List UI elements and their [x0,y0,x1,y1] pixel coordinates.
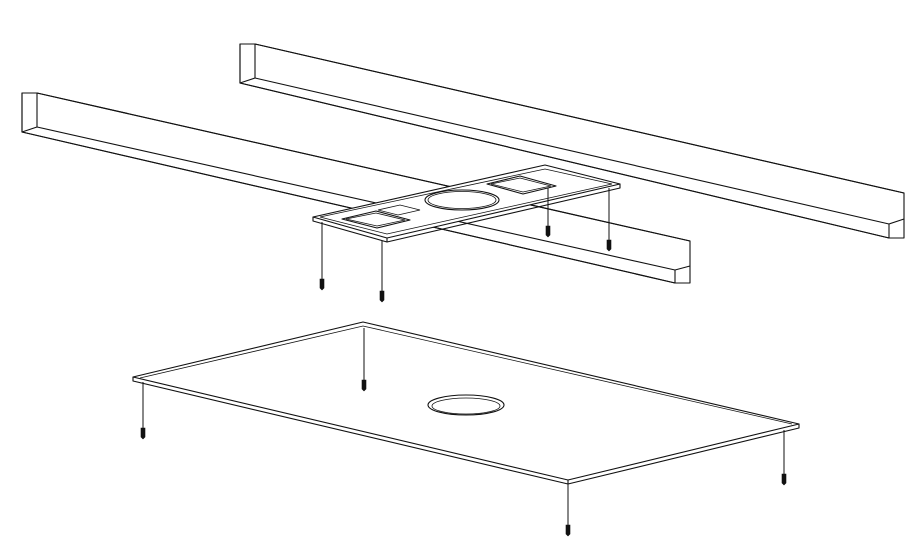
bracket-screw [379,241,385,303]
mounting-bracket [312,164,621,243]
ceiling-panel [132,321,800,485]
panel-screw [361,328,367,392]
ceiling-joist-front [21,92,691,284]
panel-screws [140,328,787,537]
bracket-screw [545,188,551,238]
panel-screw [565,484,571,537]
panel-screw [781,430,787,486]
bracket-screw [319,222,325,291]
bracket-screws [319,188,612,303]
ceiling-joist-back [239,43,905,239]
bracket-screw [606,188,612,252]
panel-screw [140,382,146,440]
panel-center-hole [427,394,505,416]
